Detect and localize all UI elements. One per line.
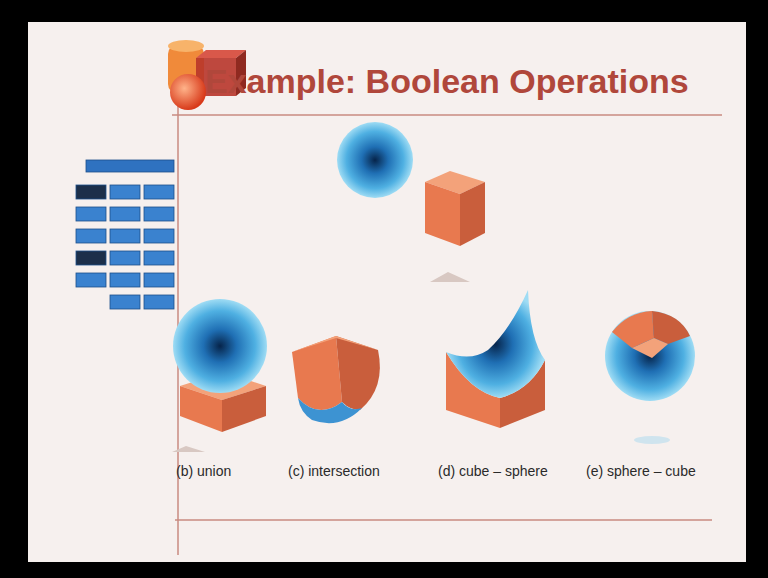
figure-label: (c) intersection [288,463,380,479]
tree-box [144,273,174,287]
tree-box [110,273,140,287]
figure-label: (e) sphere – cube [586,463,696,479]
slide-background [28,22,746,562]
tree-box [110,295,140,309]
tree-box [110,229,140,243]
figure-label: (b) union [176,463,231,479]
tree-box [110,207,140,221]
figure-label: (d) cube – sphere [438,463,548,479]
tree-box [76,251,106,265]
tree-box [86,160,174,172]
tree-box [76,207,106,221]
tree-box [76,273,106,287]
tree-box [144,251,174,265]
tree-box [144,295,174,309]
tree-box [144,185,174,199]
tree-box [76,185,106,199]
tree-box [110,185,140,199]
tree-box [76,229,106,243]
slide-title: Example: Boolean Operations [205,62,689,101]
tree-box [144,207,174,221]
tree-box [110,251,140,265]
tree-box [144,229,174,243]
